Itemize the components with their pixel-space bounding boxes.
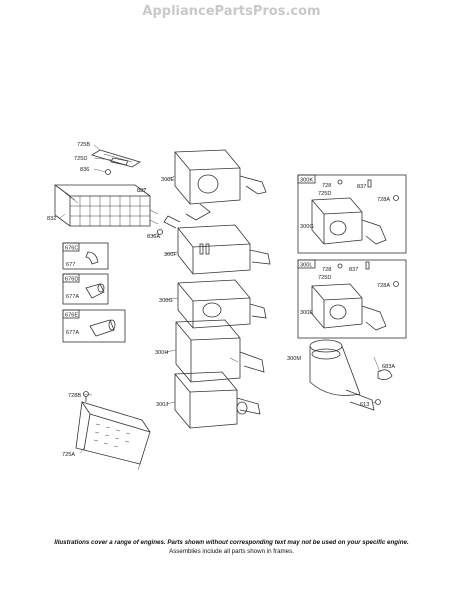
- label-728-2: 728: [322, 267, 331, 273]
- label-677: 677: [66, 262, 75, 268]
- label-725B: 725B: [77, 142, 90, 148]
- label-837-2: 837: [349, 267, 358, 273]
- label-836: 836: [80, 167, 89, 173]
- label-683A: 683A: [382, 364, 395, 370]
- frame-300L: [297, 259, 407, 339]
- muffler-300J: [174, 371, 261, 429]
- screw-613: [375, 399, 381, 405]
- label-300G-1: 300G: [300, 224, 314, 230]
- label-300K: 300K: [300, 178, 313, 184]
- label-676D: 676D: [65, 277, 78, 283]
- wire-guard-832: [54, 184, 159, 227]
- frame-676E: [62, 309, 126, 343]
- label-300H: 300H: [155, 350, 168, 356]
- label-728-1: 728: [322, 183, 331, 189]
- screw-836: [105, 169, 111, 175]
- heat-shield-725A: [75, 401, 151, 471]
- frame-300K: [297, 174, 407, 254]
- muffler-300G: [177, 279, 267, 329]
- label-728A-1: 728A: [377, 197, 390, 203]
- label-677A-2: 677A: [66, 330, 79, 336]
- label-300E: 300E: [161, 177, 174, 183]
- label-725D-1: 725D: [318, 191, 331, 197]
- label-300G: 300G: [159, 298, 173, 304]
- muffler-300E: [174, 149, 267, 221]
- muffler-300H: [175, 319, 265, 383]
- label-677A-1: 677A: [66, 294, 79, 300]
- assemblies-note: Assemblies include all parts shown in fr…: [169, 548, 294, 555]
- label-836A: 836A: [147, 234, 160, 240]
- label-728B: 728B: [68, 393, 81, 399]
- label-300J: 300J: [156, 402, 168, 408]
- label-725D: 725D: [74, 156, 87, 162]
- label-725A: 725A: [62, 452, 75, 458]
- screw-836A: [157, 229, 163, 235]
- label-837-1: 837: [357, 184, 366, 190]
- frame-676D: [62, 273, 109, 305]
- muffler-300F: [163, 215, 271, 275]
- label-613: 613: [360, 402, 369, 408]
- label-300M: 300M: [287, 356, 301, 362]
- screw-728B: [83, 391, 89, 402]
- frame-676C: [62, 242, 109, 270]
- bracket-725D: [110, 157, 129, 166]
- label-300F: 300F: [164, 252, 177, 258]
- label-728A-2: 728A: [377, 283, 390, 289]
- label-725D-2: 725D: [318, 275, 331, 281]
- label-676C: 676C: [65, 246, 78, 252]
- label-837: 837: [137, 188, 146, 194]
- label-300L: 300L: [300, 263, 312, 269]
- muffler-300M: [309, 339, 375, 411]
- label-832: 832: [47, 216, 56, 222]
- label-300E-2: 300E: [300, 310, 313, 316]
- label-676E: 676E: [65, 313, 78, 319]
- disclaimer-note: Illustrations cover a range of engines. …: [54, 539, 409, 546]
- clamp-683A: [377, 369, 393, 380]
- watermark: AppliancePartsPros.com: [142, 4, 321, 19]
